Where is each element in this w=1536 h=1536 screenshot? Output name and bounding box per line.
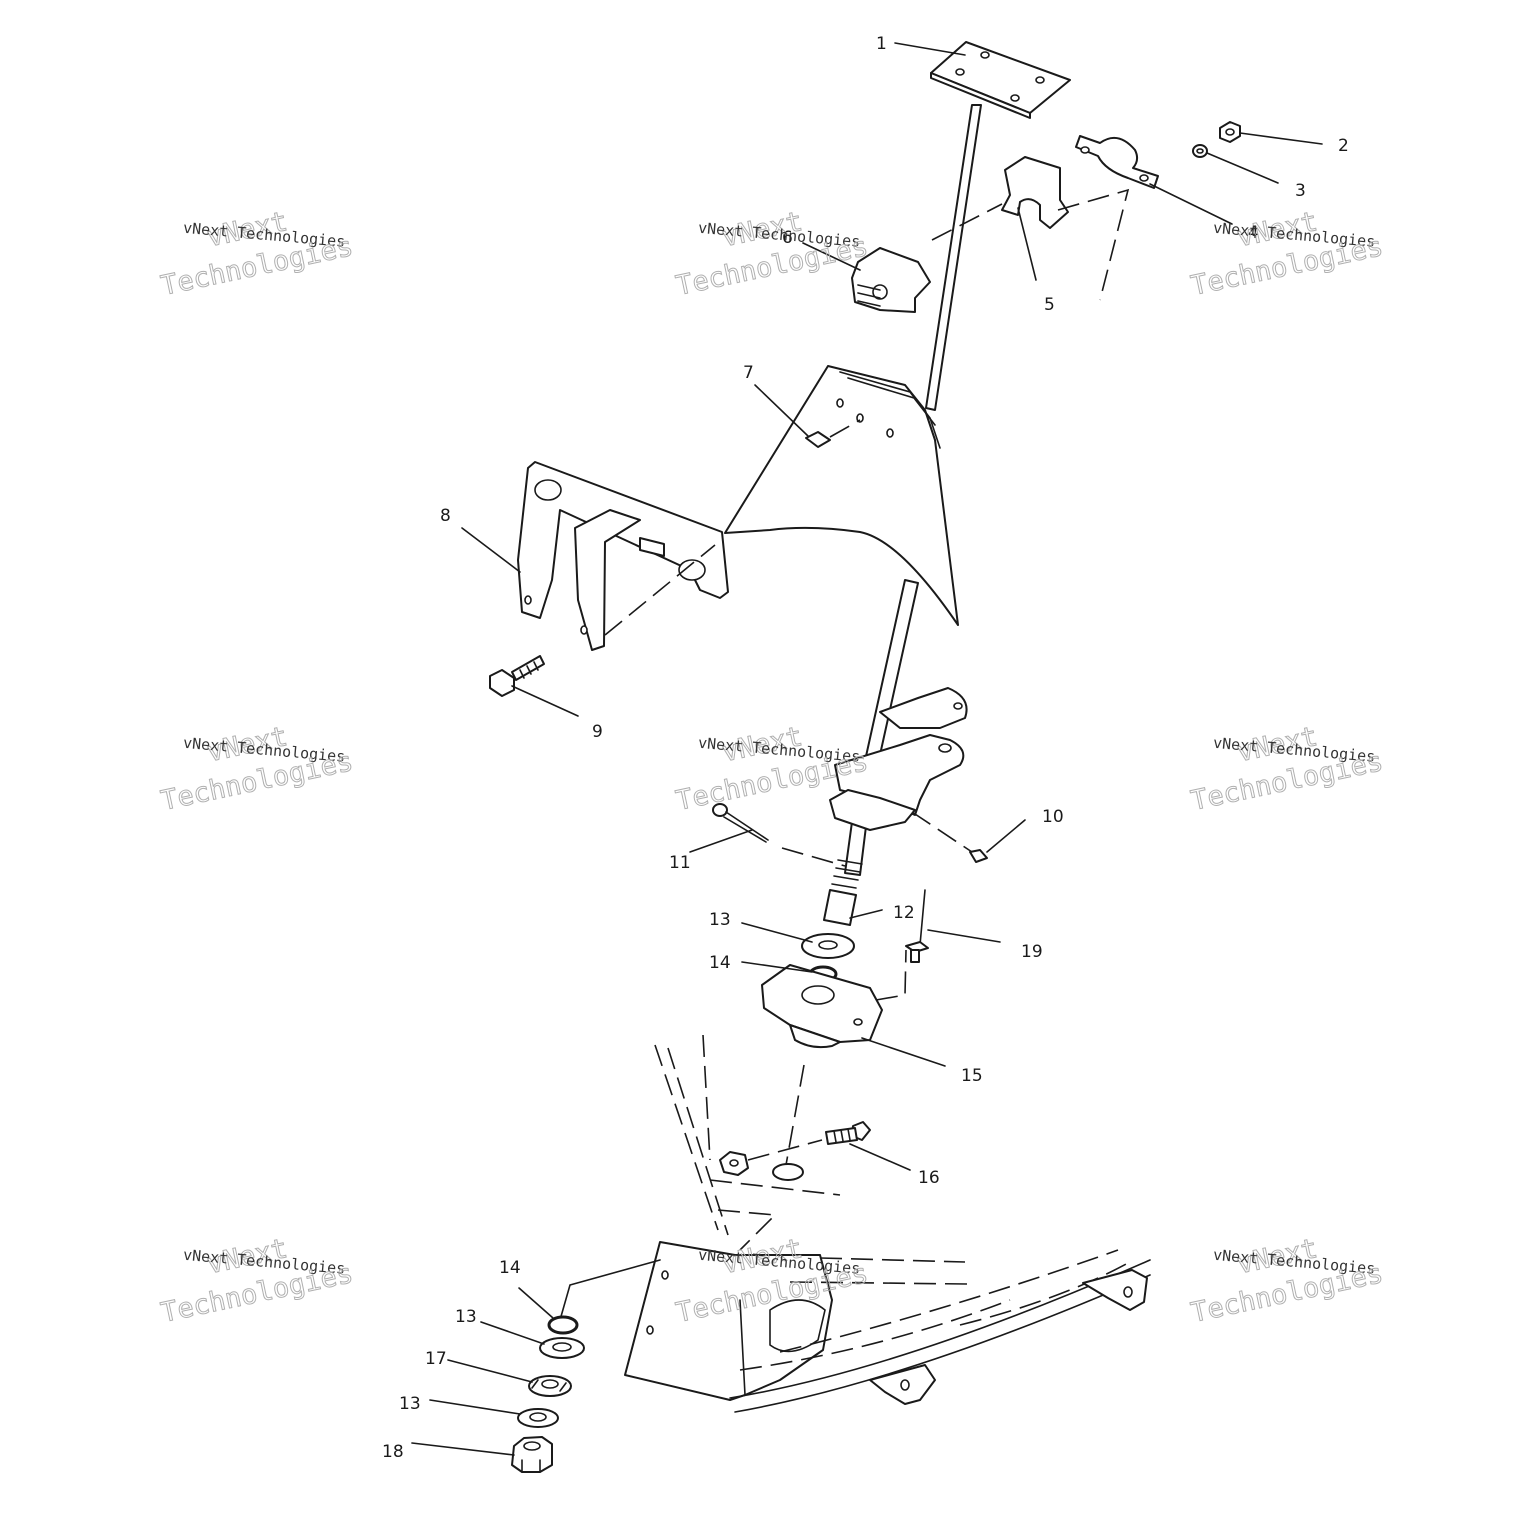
lower-bushing	[851, 247, 931, 313]
set-screw	[969, 849, 988, 863]
lock-nut	[1219, 121, 1241, 143]
lower-bushing-block	[761, 949, 907, 1049]
callout-17: 17	[425, 1349, 447, 1369]
callout-14-lower: 14	[499, 1258, 521, 1278]
clamp-bracket	[1075, 135, 1159, 189]
callout-11: 11	[669, 853, 691, 873]
watermark-top-left: vNext vNext Technologies Technologies	[158, 206, 356, 303]
upper-bushing	[1001, 156, 1069, 229]
callout-6: 6	[782, 228, 793, 248]
callout-12: 12	[893, 903, 915, 923]
pivot-nut	[719, 1139, 823, 1176]
steering-post-cover	[724, 365, 959, 626]
switch-bracket	[517, 461, 729, 651]
castle-nut	[511, 1436, 553, 1473]
callout-2: 2	[1338, 136, 1349, 156]
steering-arm	[829, 687, 973, 853]
watermark-mid-right: vNext vNext Technologies Technologies	[1188, 721, 1386, 818]
callout-9: 9	[592, 722, 603, 742]
callout-5: 5	[1044, 295, 1055, 315]
callout-13-lower-1: 13	[455, 1307, 477, 1327]
callout-3: 3	[1295, 181, 1306, 201]
bracket-bolt	[489, 655, 545, 697]
callout-1: 1	[876, 34, 887, 54]
lower-o-ring	[547, 1315, 579, 1335]
lower-washer-1	[539, 1337, 585, 1359]
rivet	[905, 889, 929, 963]
callout-7: 7	[743, 363, 754, 383]
callout-14-upper: 14	[709, 953, 731, 973]
callout-13-upper: 13	[709, 910, 731, 930]
lock-washer	[528, 1375, 572, 1397]
post-splines	[831, 859, 863, 889]
callout-13-lower-2: 13	[399, 1394, 421, 1414]
callout-4: 4	[1248, 223, 1259, 243]
watermark-bottom-right: vNext vNext Technologies Technologies	[1188, 1233, 1386, 1330]
leader-lines	[411, 42, 1323, 1456]
callout-19: 19	[1021, 942, 1043, 962]
watermark-mid-left: vNext vNext Technologies Technologies	[158, 721, 356, 818]
cover-screw	[805, 419, 861, 448]
callout-labels: 1 2 3 4 5 6 7 8 9 10 11 12 13 14 19 15 1…	[382, 34, 1349, 1462]
cotter-pin	[712, 803, 846, 867]
upper-washer	[801, 933, 855, 959]
callout-8: 8	[440, 506, 451, 526]
watermark-top-right: vNext vNext Technologies Technologies	[1188, 206, 1386, 303]
steering-post	[823, 104, 982, 926]
handlebar-mount-plate	[930, 41, 1071, 119]
chassis-frame	[559, 1034, 1151, 1413]
watermark-bottom-left: vNext vNext Technologies Technologies	[158, 1233, 356, 1330]
callout-16: 16	[918, 1168, 940, 1188]
callout-15: 15	[961, 1066, 983, 1086]
pivot-bolt	[825, 1121, 871, 1145]
callout-18: 18	[382, 1442, 404, 1462]
callout-10: 10	[1042, 807, 1064, 827]
flat-washer	[1192, 144, 1208, 158]
lower-washer-2	[517, 1408, 559, 1428]
watermark-top-center: vNext vNext Technologies Technologies	[673, 206, 871, 303]
